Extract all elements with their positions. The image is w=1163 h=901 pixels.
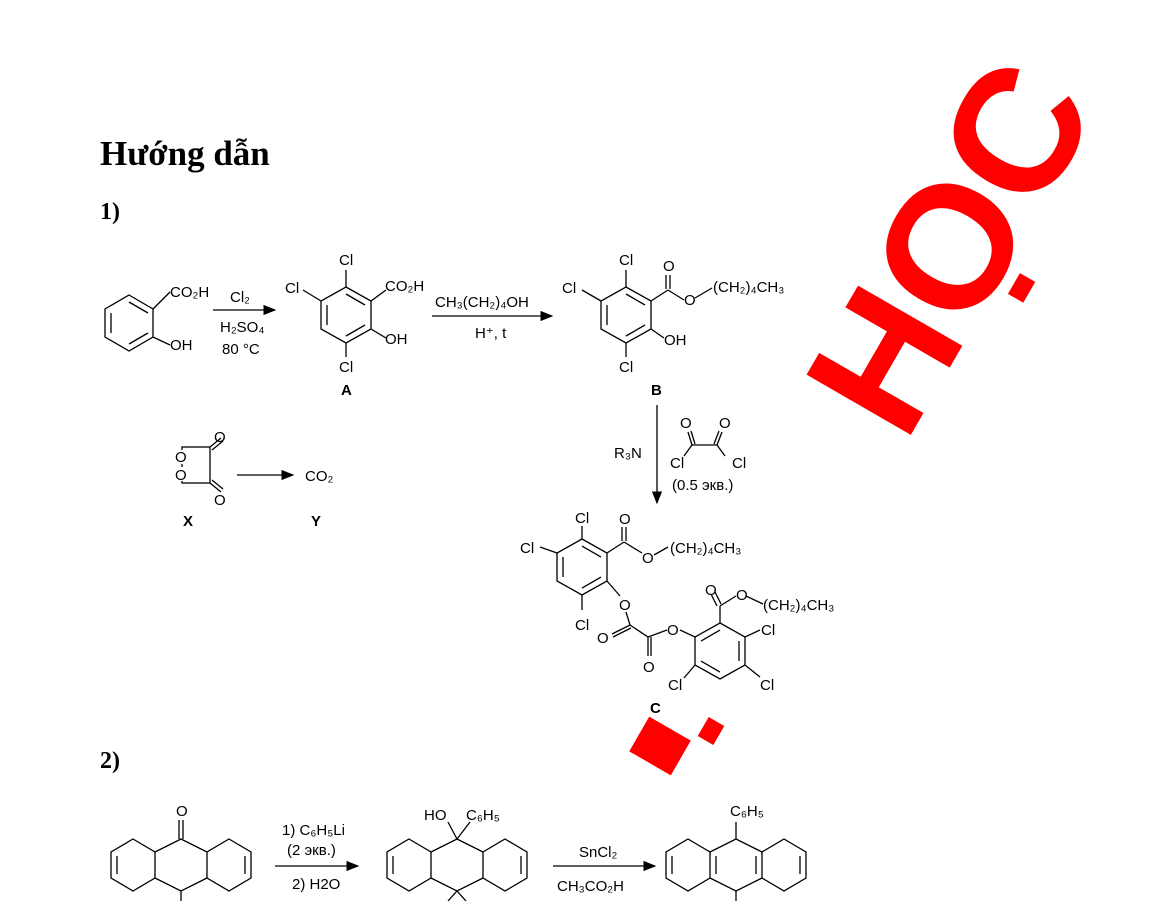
b-carbonyl-o: O — [663, 258, 675, 275]
watermark-text: HỌC — [769, 30, 1132, 464]
start-co2h: CO₂H — [170, 284, 209, 301]
watermark-fragment — [629, 716, 691, 776]
c-ester-o1: O — [642, 550, 654, 567]
compound-a-label: A — [341, 382, 352, 399]
compound-b-label: B — [651, 382, 662, 399]
c-cl-right-top: Cl — [761, 622, 775, 639]
anthrone-structure: O — [110, 803, 252, 901]
compound-b-structure: Cl Cl Cl O O (CH₂)₄CH₃ OH B — [562, 252, 784, 399]
a-oh: OH — [385, 331, 408, 348]
c-oxalate-o1: O — [597, 630, 609, 647]
reagent2-top: CH₃(CH₂)₄OH — [435, 294, 529, 311]
c-chain2: (CH₂)₄CH₃ — [763, 597, 834, 614]
c-cl-bottom: Cl — [575, 617, 589, 634]
compound-y-label: Y — [311, 513, 321, 530]
reagent1-top: Cl₂ — [230, 289, 250, 306]
b-chain: (CH₂)₄CH₃ — [713, 279, 784, 296]
c-bridge-o1: O — [619, 597, 631, 614]
c-cl-left: Cl — [520, 540, 534, 557]
watermark-fragment-small — [697, 716, 725, 746]
product-ph: C₆H₅ — [730, 803, 764, 820]
x-o-bottom: O — [214, 492, 226, 509]
c-ester-o2: O — [736, 587, 748, 604]
b-ester-o: O — [684, 292, 696, 309]
s2-reagent1-1: 1) C₆H₅Li — [282, 822, 345, 839]
b-cl-bottom: Cl — [619, 359, 633, 376]
a-cl-bottom: Cl — [339, 359, 353, 376]
salicylic-acid-structure: CO₂H OH — [104, 284, 209, 354]
s2-reagent2-1: SnCl₂ — [579, 844, 618, 861]
c-cl-right-bottom-left: Cl — [668, 677, 682, 694]
s2-reagent1-2: (2 экв.) — [287, 842, 336, 859]
a-co2h: CO₂H — [385, 278, 424, 295]
oxalyl-cl-right: Cl — [732, 455, 746, 472]
anthrone-o: O — [176, 803, 188, 820]
compound-a-structure: Cl Cl Cl CO₂H OH A — [285, 252, 424, 399]
b-cl-left: Cl — [562, 280, 576, 297]
c-cl-top: Cl — [575, 510, 589, 527]
c-bridge-o2: O — [667, 622, 679, 639]
reagent1-bottom-1: H₂SO₄ — [220, 319, 264, 336]
c-cl-right-bottom: Cl — [760, 677, 774, 694]
oxalyl-equiv: (0.5 экв.) — [672, 477, 733, 494]
oxalyl-o-left: O — [680, 415, 692, 432]
a-cl-top: Cl — [339, 252, 353, 269]
a-cl-left: Cl — [285, 280, 299, 297]
s2-reagent1-3: 2) H2O — [292, 876, 340, 893]
c-chain1: (CH₂)₄CH₃ — [670, 540, 741, 557]
s2-reagent2-2: CH₃CO₂H — [557, 878, 624, 895]
intermediate-ph: C₆H₅ — [466, 807, 500, 824]
compound-c-structure: Cl Cl Cl O O (CH₂)₄CH₃ O O O O O O (CH₂)… — [520, 510, 834, 717]
product-structure: C₆H₅ — [665, 803, 807, 901]
oxalyl-o-right: O — [719, 415, 731, 432]
reagent2-bottom: H⁺, t — [475, 325, 507, 342]
compound-x-label: X — [183, 513, 193, 530]
compound-x-structure: O O O O X — [175, 429, 226, 530]
start-oh: OH — [170, 337, 193, 354]
b-cl-top: Cl — [619, 252, 633, 269]
reagent3-left: R₃N — [614, 445, 642, 462]
section-heading: Hướng dẫn — [100, 134, 270, 173]
c-carbonyl-o1: O — [619, 511, 631, 528]
x-o-top: O — [214, 429, 226, 446]
oxalyl-chloride-structure: O O Cl Cl (0.5 экв.) — [670, 415, 746, 494]
step-1-label: 1) — [100, 199, 120, 225]
oxalyl-cl-left: Cl — [670, 455, 684, 472]
intermediate-ho: HO — [424, 807, 447, 824]
intermediate-structure: HO C₆H₅ — [386, 807, 528, 901]
x-o-ring-top: O — [175, 449, 187, 466]
compound-c-label: C — [650, 700, 661, 717]
step-2-label: 2) — [100, 748, 120, 774]
x-o-ring-bottom: O — [175, 467, 187, 484]
b-oh: OH — [664, 332, 687, 349]
compound-y-formula: CO₂ — [305, 468, 334, 485]
reagent1-bottom-2: 80 °C — [222, 341, 260, 358]
c-oxalate-o2: O — [643, 659, 655, 676]
c-carbonyl-o2: O — [705, 582, 717, 599]
